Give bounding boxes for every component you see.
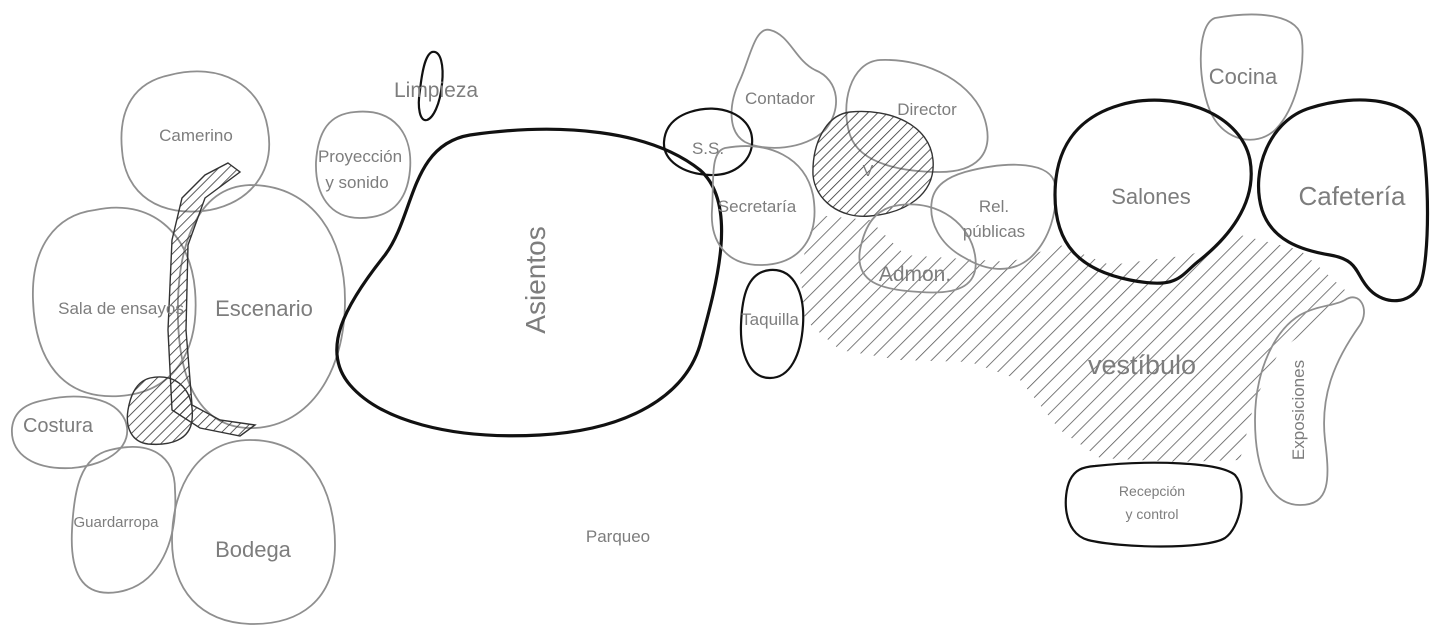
rel-publicas-label-line1: Rel. [979, 197, 1009, 216]
taquilla-bubble [739, 268, 805, 380]
camerino-label: Camerino [159, 126, 233, 145]
camerino-bubble [120, 70, 270, 213]
proyeccion-label-line2: y sonido [325, 173, 388, 192]
contador-bubble [730, 29, 837, 149]
vestibulo-label: vestíbulo [1088, 350, 1196, 380]
escenario-label: Escenario [215, 296, 313, 321]
director-bubble [845, 59, 989, 173]
cafeteria-label: Cafetería [1299, 181, 1406, 211]
cocina-label: Cocina [1209, 64, 1278, 89]
secretaria-bubble [711, 145, 816, 266]
asientos-bubble [335, 127, 724, 438]
parqueo-label: Parqueo [586, 527, 650, 546]
contador-label: Contador [745, 89, 815, 108]
cafeteria-bubble [1257, 98, 1430, 303]
v-label: V [863, 163, 874, 180]
director-label: Director [897, 100, 957, 119]
taquilla-label: Taquilla [741, 310, 799, 329]
recepcion-label-line1: Recepción [1119, 483, 1185, 499]
bodega-label: Bodega [215, 537, 292, 562]
vestibulo-hatch [800, 215, 1345, 462]
salones-label: Salones [1111, 184, 1191, 209]
admon-bubble [858, 203, 977, 294]
rel-publicas-label-line2: públicas [963, 222, 1025, 241]
asientos-label: Asientos [520, 226, 551, 333]
ss-bubble [662, 107, 754, 177]
rel-publicas-bubble [930, 163, 1057, 270]
limpieza-bubble [417, 50, 444, 122]
secretaria-label: Secretaría [718, 197, 797, 216]
guardarropa-label: Guardarropa [73, 514, 159, 531]
recepcion-bubble [1064, 461, 1243, 548]
escenario-corridor-hatch [167, 162, 257, 437]
exposiciones-bubble [1254, 296, 1365, 506]
limpieza-label: Limpieza [394, 79, 478, 102]
admon-label: Admon. [879, 263, 951, 286]
exposiciones-label: Exposiciones [1289, 360, 1308, 460]
ss-label: S.S. [692, 139, 724, 158]
salones-bubble [1053, 98, 1253, 285]
proyeccion-bubble [315, 110, 412, 219]
v-hatch-bubble [812, 110, 934, 217]
costura-hatch [126, 376, 194, 446]
proyeccion-label-line1: Proyección [318, 147, 402, 166]
recepcion-label-line2: y control [1126, 506, 1179, 522]
guardarropa-bubble [70, 446, 177, 594]
costura-bubble [11, 395, 128, 469]
costura-label: Costura [23, 415, 94, 437]
cocina-bubble [1199, 13, 1304, 141]
bodega-bubble [171, 439, 336, 625]
sala-de-ensayos-label: Sala de ensayos [58, 299, 184, 318]
